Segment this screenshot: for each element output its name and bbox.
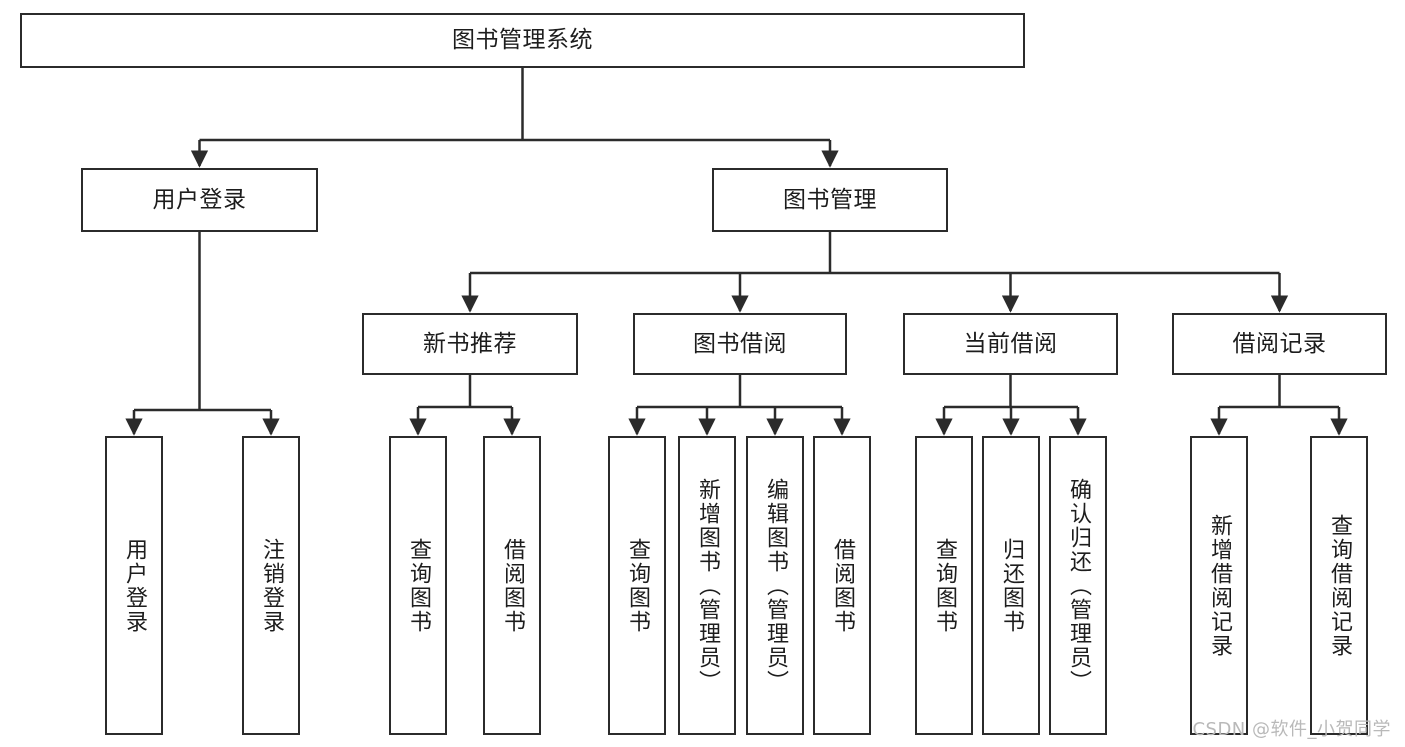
node-leaf10[interactable]: 归还图书 — [982, 436, 1040, 735]
node-label: 用户登录 — [122, 537, 147, 634]
node-label: 当前借阅 — [963, 330, 1058, 357]
node-root[interactable]: 图书管理系统 — [20, 13, 1025, 68]
node-label: 查询图书 — [625, 537, 650, 634]
node-label: 查询图书 — [932, 537, 957, 634]
node-borrow[interactable]: 图书借阅 — [633, 313, 847, 375]
node-label: 归还图书 — [999, 537, 1024, 634]
node-leaf2[interactable]: 注销登录 — [242, 436, 300, 735]
node-label: 图书借阅 — [693, 330, 787, 357]
node-leaf12[interactable]: 新增借阅记录 — [1190, 436, 1248, 735]
node-label: 借阅图书 — [830, 537, 855, 634]
node-label: 新增图书（管理员） — [695, 477, 720, 694]
node-label: 编辑图书（管理员） — [763, 477, 788, 694]
node-label: 用户登录 — [152, 186, 247, 213]
node-label: 查询借阅记录 — [1327, 513, 1352, 658]
node-leaf5[interactable]: 查询图书 — [608, 436, 666, 735]
node-leaf13[interactable]: 查询借阅记录 — [1310, 436, 1368, 735]
node-label: 查询图书 — [406, 537, 431, 634]
node-label: 新书推荐 — [423, 330, 517, 357]
node-label: 注销登录 — [259, 537, 284, 634]
node-label: 图书管理系统 — [452, 27, 593, 54]
node-leaf11[interactable]: 确认归还（管理员） — [1049, 436, 1107, 735]
node-leaf3[interactable]: 查询图书 — [389, 436, 447, 735]
watermark-text: CSDN @软件_小贺同学 — [1192, 719, 1391, 740]
node-leaf6[interactable]: 新增图书（管理员） — [678, 436, 736, 735]
node-leaf4[interactable]: 借阅图书 — [483, 436, 541, 735]
node-leaf9[interactable]: 查询图书 — [915, 436, 973, 735]
node-label: 图书管理 — [783, 186, 877, 213]
node-current[interactable]: 当前借阅 — [903, 313, 1118, 375]
node-leaf8[interactable]: 借阅图书 — [813, 436, 871, 735]
node-records[interactable]: 借阅记录 — [1172, 313, 1387, 375]
node-login[interactable]: 用户登录 — [81, 168, 318, 232]
node-newbooks[interactable]: 新书推荐 — [362, 313, 578, 375]
node-leaf7[interactable]: 编辑图书（管理员） — [746, 436, 804, 735]
node-bookmgmt[interactable]: 图书管理 — [712, 168, 948, 232]
node-leaf1[interactable]: 用户登录 — [105, 436, 163, 735]
node-label: 新增借阅记录 — [1207, 513, 1232, 658]
node-label: 借阅记录 — [1232, 330, 1327, 357]
node-label: 确认归还（管理员） — [1066, 477, 1091, 694]
node-label: 借阅图书 — [500, 537, 525, 634]
